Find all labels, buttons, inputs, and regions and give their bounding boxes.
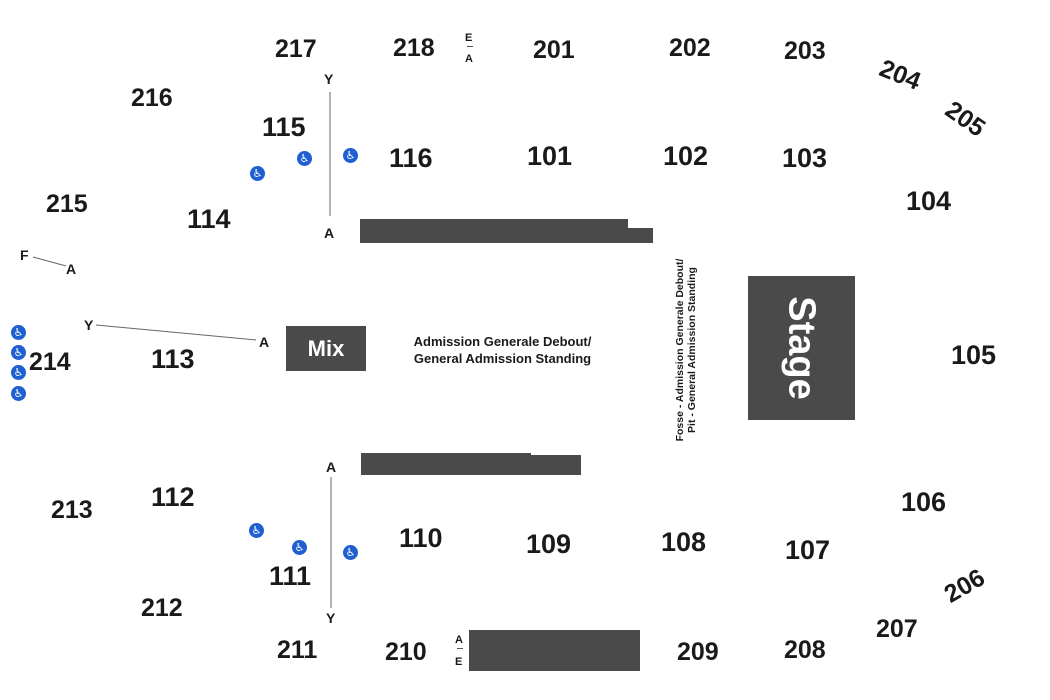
wheelchair-accessible-icon[interactable]: ♿ [343, 545, 358, 560]
mix-label: Mix [307, 335, 345, 361]
section-102[interactable]: 102 [663, 141, 709, 171]
section-209[interactable]: 209 [677, 638, 719, 666]
section-106[interactable]: 106 [901, 487, 947, 517]
section-217[interactable]: 217 [275, 35, 317, 63]
section-108[interactable]: 108 [661, 527, 707, 557]
stage-label: Stage [780, 296, 823, 400]
section-216[interactable]: 216 [131, 84, 173, 112]
row-label-a-top: A [324, 225, 335, 241]
section-214[interactable]: 214 [29, 348, 71, 376]
wheelchair-accessible-icon[interactable]: ♿ [292, 540, 307, 555]
section-114[interactable]: 114 [187, 204, 231, 234]
floor-block-top-end[interactable] [626, 228, 653, 243]
row-label-y-bottom: Y [326, 610, 336, 626]
row-label-y-mid: Y [84, 317, 94, 333]
section-211[interactable]: 211 [277, 636, 318, 664]
floor-block-bottom[interactable] [361, 453, 531, 475]
section-101[interactable]: 101 [527, 141, 573, 171]
row-label-e-bottom: E [455, 656, 463, 668]
row-label-a-left: A [66, 261, 77, 277]
ga-label-line2: General Admission Standing [413, 351, 592, 366]
wheelchair-accessible-icon[interactable]: ♿ [343, 148, 358, 163]
row-line-left [32, 256, 67, 267]
row-divider-top [467, 46, 473, 47]
section-213[interactable]: 213 [51, 496, 93, 524]
row-divider-bottom [457, 648, 463, 649]
pit-label-line1: Fosse - Admission Generale Debout/ [674, 258, 686, 442]
section-201[interactable]: 201 [533, 36, 575, 64]
wheelchair-accessible-icon[interactable]: ♿ [11, 365, 26, 380]
row-line-mid [95, 324, 257, 341]
wheelchair-accessible-icon[interactable]: ♿ [11, 345, 26, 360]
section-112[interactable]: 112 [151, 482, 195, 512]
section-105[interactable]: 105 [951, 340, 997, 370]
wheelchair-accessible-icon[interactable]: ♿ [297, 151, 312, 166]
section-215[interactable]: 215 [46, 190, 88, 218]
wheelchair-accessible-icon[interactable]: ♿ [249, 523, 264, 538]
section-103[interactable]: 103 [782, 143, 828, 173]
section-110[interactable]: 110 [399, 523, 443, 553]
section-207[interactable]: 207 [876, 615, 918, 643]
section-109[interactable]: 109 [526, 529, 572, 559]
section-202[interactable]: 202 [669, 34, 711, 62]
wheelchair-accessible-icon[interactable]: ♿ [11, 386, 26, 401]
row-label-a-bottom-2: A [455, 634, 463, 646]
section-113[interactable]: 113 [151, 344, 195, 374]
section-116[interactable]: 116 [389, 143, 433, 173]
section-218[interactable]: 218 [393, 34, 435, 62]
section-115[interactable]: 115 [262, 112, 306, 142]
section-107[interactable]: 107 [785, 535, 831, 565]
row-label-y-top: Y [324, 71, 334, 87]
ga-label-line1: Admission Generale Debout/ [413, 334, 592, 349]
mix-position[interactable]: Mix [286, 326, 366, 371]
floor-block-top[interactable] [360, 219, 628, 243]
row-label-a-bottom: A [326, 459, 337, 475]
row-label-a-top-2: A [465, 53, 473, 65]
pit-label-line2: Pit - General Admission Standing [686, 267, 698, 433]
wheelchair-accessible-icon[interactable]: ♿ [250, 166, 265, 181]
general-admission-floor[interactable]: Admission Generale Debout/ General Admis… [395, 333, 610, 367]
row-label-e-top: E [465, 32, 473, 44]
stage[interactable]: Stage [748, 276, 855, 420]
floor-block-lower[interactable] [469, 630, 640, 671]
section-111[interactable]: 111 [269, 561, 312, 591]
section-104[interactable]: 104 [906, 186, 952, 216]
section-212[interactable]: 212 [141, 594, 183, 622]
section-203[interactable]: 203 [784, 37, 826, 65]
wheelchair-accessible-icon[interactable]: ♿ [11, 325, 26, 340]
floor-block-bottom-end[interactable] [528, 455, 581, 475]
section-208[interactable]: 208 [784, 636, 826, 664]
section-210[interactable]: 210 [385, 638, 427, 666]
row-label-a-mid: A [259, 334, 270, 350]
row-label-f-left: F [20, 247, 29, 263]
pit-general-admission[interactable]: Fosse - Admission Generale Debout/ Pit -… [674, 259, 698, 442]
